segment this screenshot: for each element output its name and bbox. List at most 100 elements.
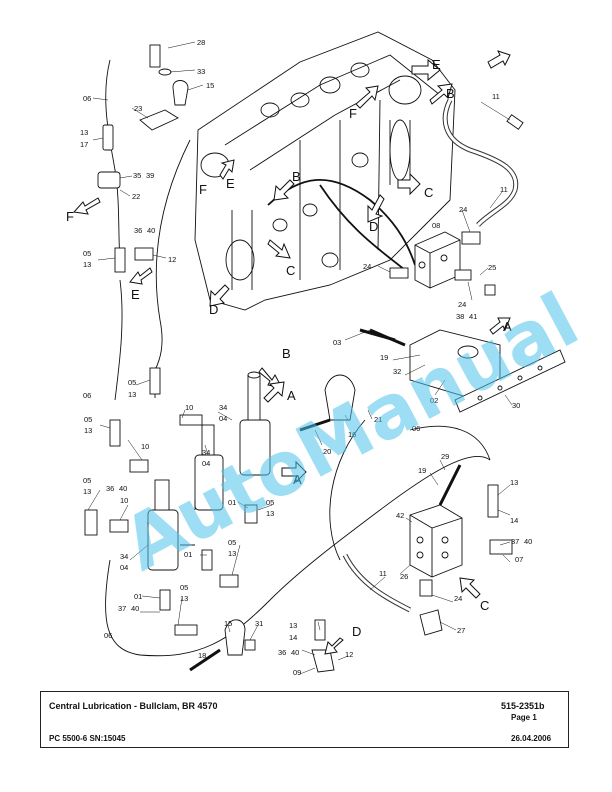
callout-06d: 06: [412, 424, 420, 433]
callout-12: 12: [168, 255, 176, 264]
view-letter-e2: E: [226, 176, 235, 191]
callout-40c: 40: [131, 604, 139, 613]
watermark: AutoManual: [110, 277, 592, 588]
callout-18: 18: [198, 651, 206, 660]
callout-15b: 15: [224, 619, 232, 628]
cylinder-upper: [239, 371, 271, 476]
view-letter-e1: E: [432, 57, 441, 72]
callout-10: 10: [185, 403, 193, 412]
callout-01c: 34: [120, 552, 128, 561]
view-letter-f3: F: [66, 209, 74, 224]
callout-13h: 13: [180, 594, 188, 603]
callout-10c: 10: [120, 496, 128, 505]
callout-05e: 05: [266, 498, 274, 507]
callout-19: 19: [380, 353, 388, 362]
callout-36: 36: [134, 226, 142, 235]
callout-22: 22: [132, 192, 140, 201]
view-letter-d2: D: [209, 302, 218, 317]
callout-16: 16: [348, 430, 356, 439]
callout-13c: 13: [128, 390, 136, 399]
callout-12b: 12: [345, 650, 353, 659]
view-letter-labels: E B F B C F E C D D F E A B A A C D: [66, 57, 512, 639]
callout-40: 40: [147, 226, 155, 235]
callout-02: 02: [430, 396, 438, 405]
fittings: [84, 44, 513, 673]
view-letter-e3: E: [131, 287, 140, 302]
callout-37: 37: [118, 604, 126, 613]
callout-23: 23: [134, 104, 142, 113]
callout-04c: 01: [134, 592, 142, 601]
callout-04b: 01: [184, 550, 192, 559]
callout-15: 15: [206, 81, 214, 90]
view-arrows: [73, 50, 511, 655]
cylinder-middle: [194, 424, 224, 511]
callout-13b: 13: [83, 260, 91, 269]
callout-30: 30: [512, 401, 520, 410]
callout-05f: 05: [228, 538, 236, 547]
callout-14b: 14: [289, 633, 297, 642]
document-date: 26.04.2006: [511, 734, 552, 743]
view-letter-c3: C: [480, 598, 489, 613]
callout-32: 32: [393, 367, 401, 376]
callout-13e: 13: [83, 487, 91, 496]
document-number: 515-2351b: [501, 701, 545, 711]
callout-24: 24: [459, 205, 467, 214]
callout-13: 13: [80, 128, 88, 137]
view-letter-a2: A: [287, 388, 296, 403]
callout-40d: 40: [524, 537, 532, 546]
callout-33: 33: [197, 67, 205, 76]
callout-42: 42: [396, 511, 404, 520]
callout-06: 06: [83, 94, 91, 103]
callout-27: 27: [457, 626, 465, 635]
view-letter-c2: C: [286, 263, 295, 278]
callout-25: 25: [488, 263, 496, 272]
view-letter-c1: C: [424, 185, 433, 200]
callout-40b: 40: [119, 484, 127, 493]
distribution-block-08: [414, 231, 461, 289]
callout-labels: 28 33 15 06 23 13 17 35 39 22 36 40 05 1…: [80, 38, 532, 677]
callout-28: 28: [197, 38, 205, 47]
callout-05b: 05: [128, 378, 136, 387]
view-letter-b3: B: [282, 346, 291, 361]
callout-11: 11: [492, 92, 500, 101]
machine-serial: PC 5500-6 SN:15045: [49, 734, 126, 743]
view-letter-a1: A: [503, 319, 512, 334]
callout-04: 01: [228, 498, 236, 507]
callout-13g: 13: [228, 549, 236, 558]
bullclam-frame: [194, 31, 456, 311]
callout-34c: 04: [120, 563, 128, 572]
page-number: Page 1: [511, 713, 537, 722]
callout-08: 08: [432, 221, 440, 230]
callout-39: 39: [146, 171, 154, 180]
callout-11c: 11: [379, 569, 387, 578]
callout-14: 14: [510, 516, 518, 525]
callout-09: 09: [293, 668, 301, 677]
view-letter-f2: F: [199, 182, 207, 197]
callout-24b: 24: [363, 262, 371, 271]
view-letter-d1: D: [369, 219, 378, 234]
callout-11b: 11: [500, 185, 508, 194]
callout-07: 07: [515, 555, 523, 564]
callout-20: 20: [323, 447, 331, 456]
callout-05d: 05: [83, 476, 91, 485]
callout-13f: 13: [266, 509, 274, 518]
callout-05: 05: [83, 249, 91, 258]
view-letter-a3: A: [293, 472, 302, 487]
callout-29: 29: [441, 452, 449, 461]
view-letter-f1: F: [349, 106, 357, 121]
callout-03: 03: [333, 338, 341, 347]
callout-34: 04: [219, 414, 227, 423]
callout-17: 17: [80, 140, 88, 149]
parts-diagram: 28 33 15 06 23 13 17 35 39 22 36 40 05 1…: [66, 31, 592, 677]
callout-35: 35: [133, 171, 141, 180]
callout-36b: 36: [106, 484, 114, 493]
view-letter-b1: B: [446, 86, 455, 101]
callout-01: 34: [219, 403, 227, 412]
drawing-title: Central Lubrication - Bullclam, BR 4570: [49, 701, 218, 711]
view-letter-b2: B: [292, 169, 301, 184]
callout-36c: 36: [278, 648, 286, 657]
callout-01b: 34: [202, 448, 210, 457]
valve-block-42: [409, 504, 463, 578]
callout-06b: 06: [83, 391, 91, 400]
callout-05c: 05: [84, 415, 92, 424]
